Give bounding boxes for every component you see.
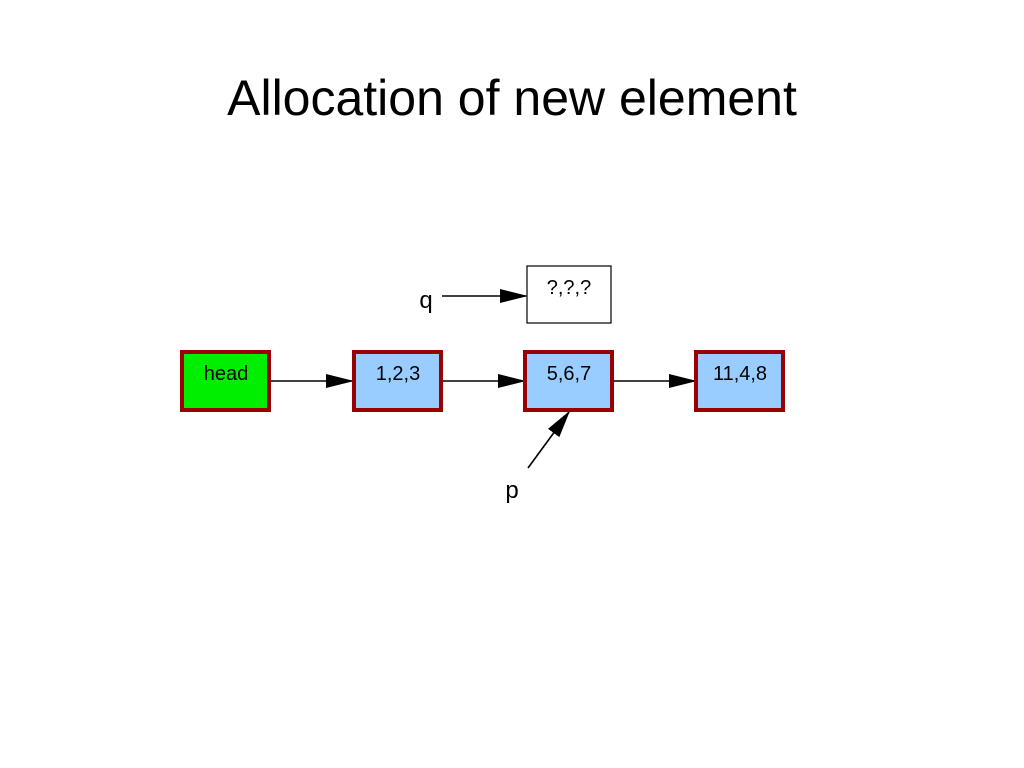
slide-title: Allocation of new element [227, 70, 797, 126]
node-1-2-3-label: 1,2,3 [376, 363, 420, 385]
node-11-4-8: 11,4,8 [694, 350, 785, 412]
node-head: head [180, 350, 271, 412]
node-new: ?,?,? [526, 265, 612, 324]
node-5-6-7: 5,6,7 [523, 350, 614, 412]
node-new-label: ?,?,? [547, 277, 591, 299]
node-11-4-8-label: 11,4,8 [713, 363, 767, 385]
pointer-p-arrow [527, 410, 571, 469]
pointer-p-label: p [505, 477, 518, 504]
node-1-2-3: 1,2,3 [352, 350, 443, 412]
node-5-6-7-label: 5,6,7 [547, 363, 591, 385]
node-head-label: head [204, 363, 249, 385]
pointer-q-label: q [419, 287, 432, 314]
